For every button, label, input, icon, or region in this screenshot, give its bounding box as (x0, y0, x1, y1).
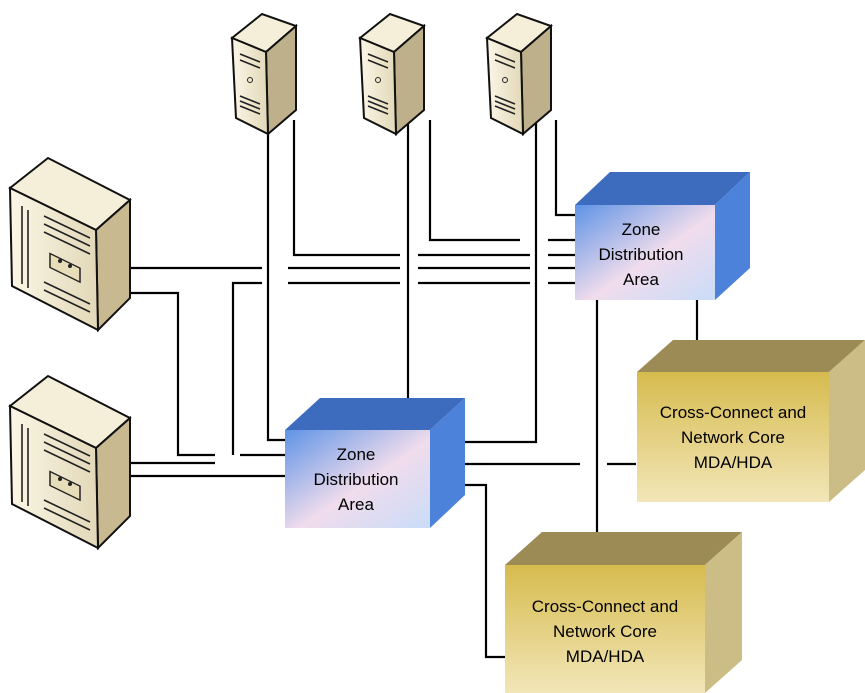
rack-server-icon (8, 374, 132, 551)
core-right-line1: Cross-Connect and (660, 403, 806, 422)
zone-top-line2: Distribution (598, 245, 683, 264)
cross-connect-core-bottom: Cross-Connect and Network Core MDA/HDA (505, 532, 742, 693)
zone-distribution-area-mid: Zone Distribution Area (285, 398, 465, 528)
core-right-line3: MDA/HDA (694, 453, 773, 472)
rack-server-icon (8, 156, 132, 333)
core-bottom-line1: Cross-Connect and (532, 597, 678, 616)
zone-distribution-area-top: Zone Distribution Area (575, 172, 750, 300)
core-right-line2: Network Core (681, 428, 785, 447)
zone-mid-line3: Area (338, 495, 374, 514)
core-bottom-line2: Network Core (553, 622, 657, 641)
zone-top-line3: Area (623, 270, 659, 289)
core-bottom-line3: MDA/HDA (566, 647, 645, 666)
tower-server-icon (358, 12, 426, 137)
cabling (130, 120, 699, 659)
zone-top-line1: Zone (622, 220, 661, 239)
cross-connect-core-right: Cross-Connect and Network Core MDA/HDA (637, 340, 865, 502)
zone-mid-line1: Zone (337, 445, 376, 464)
zone-mid-line2: Distribution (313, 470, 398, 489)
tower-server-icon (485, 12, 553, 137)
tower-server-icon (230, 12, 298, 137)
